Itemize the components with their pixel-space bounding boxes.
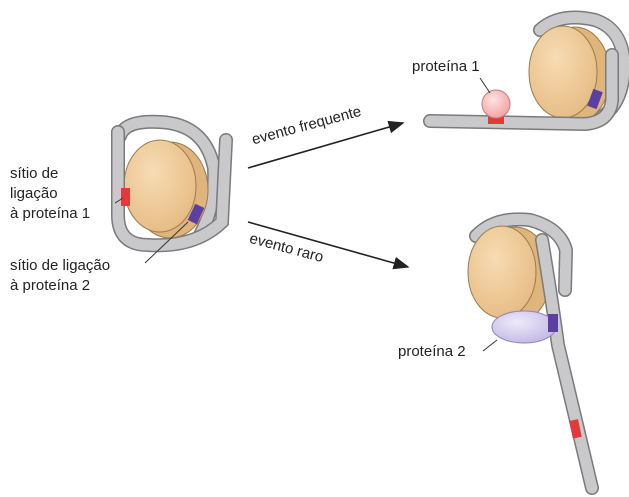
binding-site-1 <box>121 188 130 206</box>
histone-core-tr <box>529 26 597 118</box>
site2-label-line1: sítio de ligação <box>10 257 110 275</box>
protein1-label: proteína 1 <box>412 58 480 76</box>
protein2-label: proteína 2 <box>398 343 466 361</box>
histone-core-br <box>468 226 536 318</box>
binding-site-2-br <box>548 314 558 332</box>
histone-core <box>124 140 196 232</box>
protein-2 <box>492 311 556 343</box>
site1-label-line1: sítio de <box>10 165 58 183</box>
site1-label-line2: ligação <box>10 185 58 203</box>
protein2-pointer <box>483 340 497 351</box>
nucleosome-left <box>118 122 226 246</box>
site2-label-line2: à proteína 2 <box>10 277 90 295</box>
protein1-pointer <box>480 78 490 93</box>
nucleosome-bottom-right <box>468 219 592 488</box>
protein-1 <box>482 90 510 118</box>
site1-label-line3: à proteína 1 <box>10 205 90 223</box>
